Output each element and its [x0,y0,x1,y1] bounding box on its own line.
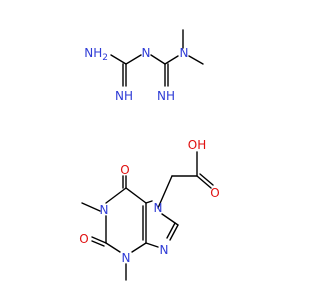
bond [164,55,179,65]
bond [188,55,204,65]
atom-n3: N [122,251,131,265]
bond [145,200,153,204]
atom-n-imine: N [142,46,151,60]
atom-o-c6: O [120,163,129,177]
atom-n9: N [160,243,169,257]
molecule-theophylline-acetic-acid: OH O O O N N N N [79,138,220,281]
bond [145,242,159,248]
bond [125,187,147,204]
bond [91,240,105,247]
molecule-metformin: NH2 N NH N NH [84,29,204,103]
bond [150,54,166,65]
bond [105,187,127,204]
bond [125,54,142,65]
bond [169,224,179,241]
atom-n-dimethyl: N [180,46,189,60]
bond [105,242,121,253]
atom-o-acid: O [210,186,219,200]
structure-canvas: NH2 N NH N NH O [79,29,220,281]
atom-o-c2: O [79,232,88,246]
atom-n7: N [154,201,163,215]
chemical-structure-diagram: NH2 N NH N NH O [79,29,220,281]
bond [131,242,147,253]
bond [91,236,107,244]
atom-nh-right: NH [157,89,175,103]
bond [166,222,176,239]
atom-oh: OH [188,138,206,152]
bond [199,173,214,186]
atom-n1: N [100,203,109,217]
bond [110,54,127,65]
bond [157,175,173,209]
atom-nh2: NH2 [84,46,108,63]
bond [196,175,212,189]
bond [81,202,101,212]
atom-nh-left: NH [115,89,133,103]
